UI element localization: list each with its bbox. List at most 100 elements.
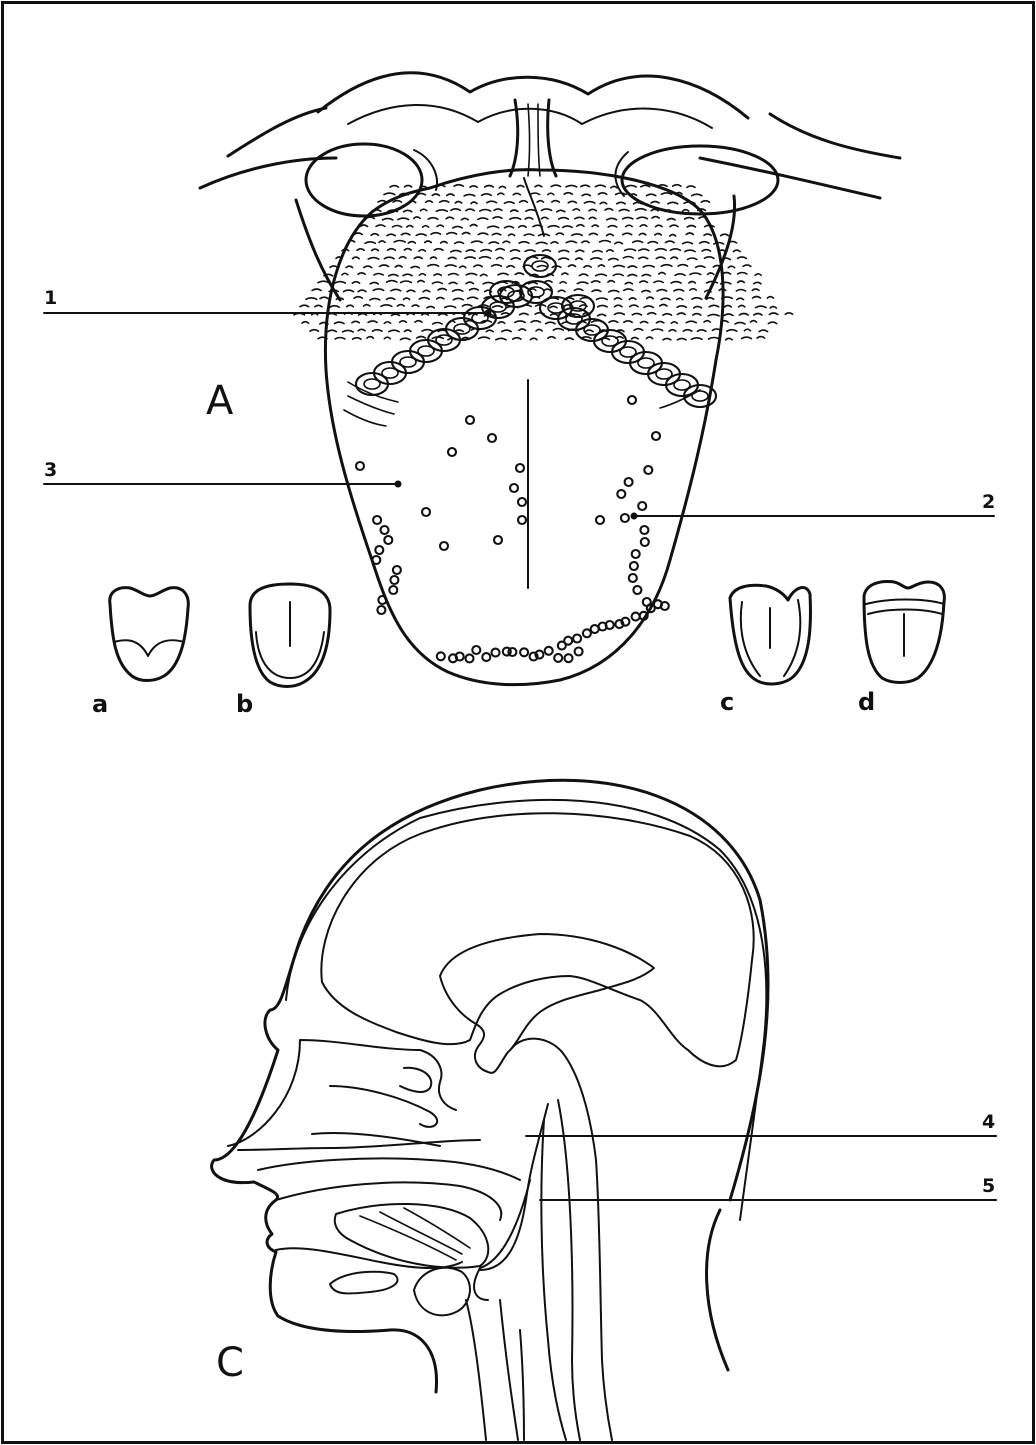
mucosa-dash bbox=[629, 298, 636, 300]
mucosa-dash bbox=[674, 289, 684, 291]
mucosa-dash bbox=[596, 274, 607, 276]
mucosa-dash bbox=[644, 306, 653, 308]
mucosa-dash bbox=[536, 242, 547, 244]
mucosa-dash bbox=[368, 321, 377, 323]
mucosa-dash bbox=[397, 305, 404, 307]
mucosa-dash bbox=[513, 338, 521, 340]
mucosa-dash bbox=[348, 241, 355, 243]
mucosa-dash bbox=[743, 265, 751, 267]
mucosa-dash bbox=[474, 265, 482, 267]
mucosa-dash bbox=[492, 265, 502, 267]
mucosa-dash bbox=[544, 289, 551, 291]
left-tonsil bbox=[306, 144, 422, 216]
head-outline bbox=[212, 780, 768, 1392]
mucosa-dash bbox=[737, 298, 744, 300]
mucosa-dash bbox=[616, 193, 627, 195]
mucosa-dash bbox=[535, 185, 542, 187]
mucosa-dash bbox=[517, 185, 524, 187]
mucosa-dash bbox=[431, 233, 441, 235]
mucosa-dash bbox=[712, 329, 720, 331]
mucosa-dash bbox=[574, 289, 583, 291]
mucosa-dash bbox=[769, 313, 778, 315]
mucosa-dash bbox=[530, 193, 540, 195]
mucosa-dash bbox=[577, 225, 584, 227]
mucosa-dash bbox=[642, 274, 650, 276]
mucosa-dash bbox=[677, 313, 685, 315]
mucosa-dash bbox=[632, 313, 641, 315]
fungiform-papilla bbox=[644, 466, 652, 474]
mucosa-dash bbox=[646, 337, 652, 339]
mucosa-dash bbox=[754, 314, 762, 316]
fungiform-papilla bbox=[472, 646, 480, 654]
mucosa-dash bbox=[582, 194, 590, 196]
mucosa-dash bbox=[589, 233, 597, 235]
mucosa-dash bbox=[449, 282, 457, 284]
mucosa-dash bbox=[423, 290, 430, 292]
mucosa-dash bbox=[425, 241, 432, 243]
mucosa-dash bbox=[541, 209, 551, 211]
mucosa-dash bbox=[575, 217, 584, 219]
fungiform-papilla bbox=[356, 462, 364, 470]
mucosa-dash bbox=[470, 289, 479, 291]
mucosa-dash bbox=[497, 257, 503, 259]
fungiform-papilla bbox=[384, 536, 392, 544]
mucosa-dash bbox=[453, 226, 462, 228]
mucosa-dash bbox=[352, 321, 359, 323]
mucosa-dash bbox=[668, 202, 678, 204]
mucosa-dash bbox=[423, 226, 429, 228]
mucosa-dash bbox=[461, 218, 468, 220]
mucosa-dash bbox=[419, 250, 426, 252]
mucosa-dash bbox=[607, 234, 614, 236]
mucosa-dash bbox=[383, 218, 393, 220]
mucosa-dash bbox=[432, 282, 442, 284]
mucosa-dash bbox=[353, 257, 360, 259]
mucosa-dash bbox=[414, 217, 420, 219]
mucosa-dash bbox=[384, 193, 395, 195]
mucosa-dash bbox=[440, 201, 449, 203]
fungiform-papilla bbox=[508, 648, 516, 656]
mucosa-dash bbox=[486, 330, 493, 332]
mucosa-dash bbox=[403, 274, 412, 276]
label-a: a bbox=[92, 690, 108, 718]
mucosa-dash bbox=[460, 266, 466, 268]
mucosa-dash bbox=[589, 209, 596, 211]
mucosa-dash bbox=[335, 282, 346, 284]
mucosa-dash bbox=[677, 306, 686, 308]
fungiform-papilla bbox=[652, 432, 660, 440]
mucosa-dash bbox=[389, 330, 399, 332]
mucosa-dash bbox=[559, 250, 569, 252]
mucosa-dash bbox=[390, 186, 399, 188]
mucosa-dash bbox=[519, 242, 529, 244]
mucosa-dash bbox=[739, 314, 748, 316]
mucosa-dash bbox=[663, 314, 672, 316]
mucosa-dash bbox=[714, 243, 724, 245]
mucosa-dash bbox=[636, 209, 647, 211]
mucosa-dash bbox=[657, 290, 667, 292]
mucosa-dash bbox=[683, 210, 689, 212]
mucosa-dash bbox=[736, 290, 745, 292]
mucosa-dash bbox=[417, 337, 426, 339]
mucosa-dash bbox=[573, 209, 579, 211]
mucosa-dash bbox=[526, 210, 537, 212]
mucosa-dash bbox=[318, 281, 329, 283]
mucosa-dash bbox=[513, 193, 520, 195]
mucosa-dash bbox=[756, 306, 766, 308]
mucosa-dash bbox=[593, 251, 603, 253]
mucosa-dash bbox=[354, 297, 362, 299]
mucosa-dash bbox=[722, 297, 733, 299]
mucosa-dash bbox=[619, 209, 629, 211]
mucosa-dash bbox=[428, 218, 438, 220]
mucosa-dash bbox=[552, 201, 560, 203]
mucosa-dash bbox=[520, 313, 529, 315]
mucosa-dash bbox=[404, 298, 410, 300]
mucosa-dash bbox=[553, 329, 563, 331]
mucosa-dash bbox=[445, 306, 456, 308]
vallate-papilla bbox=[520, 281, 552, 303]
mucosa-dash bbox=[427, 306, 434, 308]
mucosa-dash bbox=[597, 298, 608, 300]
fungiform-papilla bbox=[482, 653, 490, 661]
mucosa-dash bbox=[691, 338, 702, 340]
fungiform-papilla bbox=[573, 635, 581, 643]
mucosa-dash bbox=[451, 250, 461, 252]
